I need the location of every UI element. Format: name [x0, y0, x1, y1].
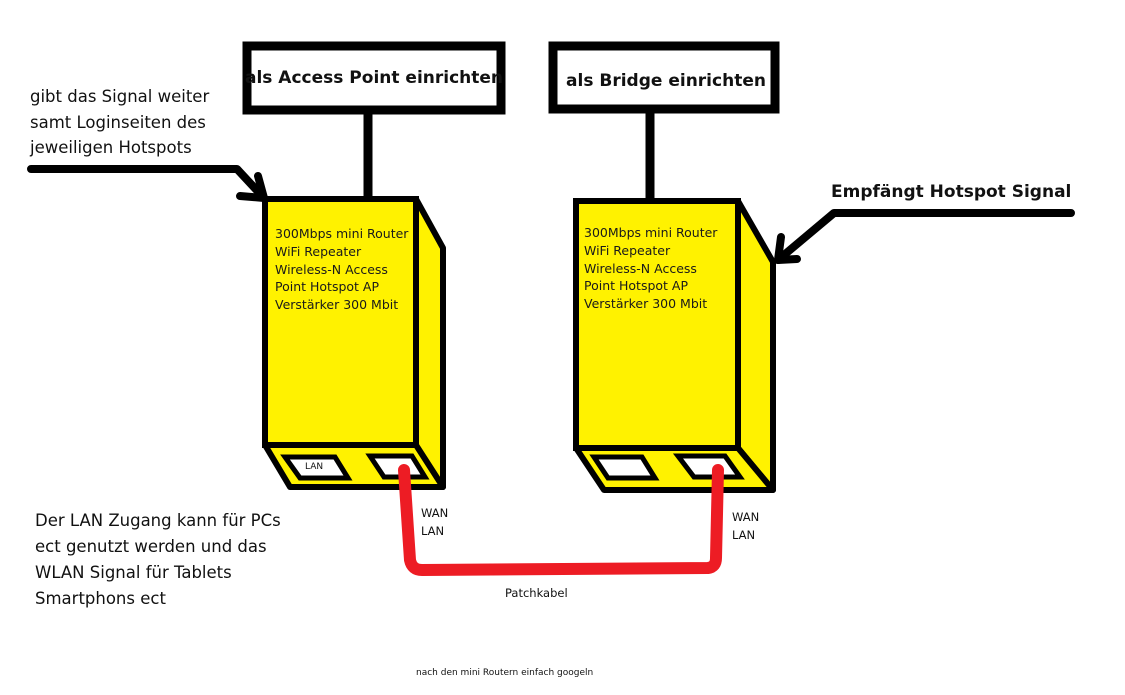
left-router-lan-port-label: LAN [305, 462, 323, 472]
bridge-box-title: als Bridge einrichten [566, 71, 766, 91]
right-router-device: 300Mbps mini Router WiFi Repeater Wirele… [573, 198, 776, 493]
left-note: gibt das Signal weiter samt Loginseiten … [29, 87, 215, 157]
left-arrow-shaft [27, 165, 268, 202]
patch-cable-label: Patchkabel [505, 586, 568, 600]
right-router-side-face [735, 198, 776, 493]
right-router-description: 300Mbps mini Router WiFi Repeater Wirele… [584, 225, 721, 311]
lan-usage-note: Der LAN Zugang kann für PCs ect genutzt … [35, 511, 286, 608]
right-arrow-shaft [774, 209, 1075, 264]
right-router-wan-port [672, 453, 745, 480]
right-signal-arrow [774, 209, 1075, 264]
right-router-lan-port [589, 454, 660, 481]
access-point-box: als Access Point einrichten [242, 41, 506, 115]
left-router-wan-port [365, 453, 430, 480]
access-point-box-title: als Access Point einrichten [245, 68, 503, 88]
left-signal-arrow [27, 165, 268, 202]
left-arrow-head-icon [236, 172, 268, 202]
left-router-device: LAN 300Mbps mini Router WiFi Repeater Wi… [262, 196, 446, 490]
left-router-side-face [413, 196, 446, 490]
patch-cable [398, 464, 724, 576]
bridge-box: als Bridge einrichten [548, 41, 780, 114]
bridge-box-frame [548, 41, 780, 114]
right-note: Empfängt Hotspot Signal [831, 182, 1071, 202]
left-router-lan-port [280, 454, 353, 481]
right-arrow-head-icon [774, 233, 801, 264]
left-router-description: 300Mbps mini Router WiFi Repeater Wirele… [275, 226, 412, 312]
right-port-labels: WAN LAN [732, 510, 763, 542]
left-router-front-face [262, 196, 419, 448]
left-port-labels: WAN LAN [421, 506, 452, 538]
footer-note: nach den mini Routern einfach googeln [416, 668, 593, 678]
access-point-box-frame [242, 41, 506, 115]
right-router-front-face [573, 198, 741, 451]
